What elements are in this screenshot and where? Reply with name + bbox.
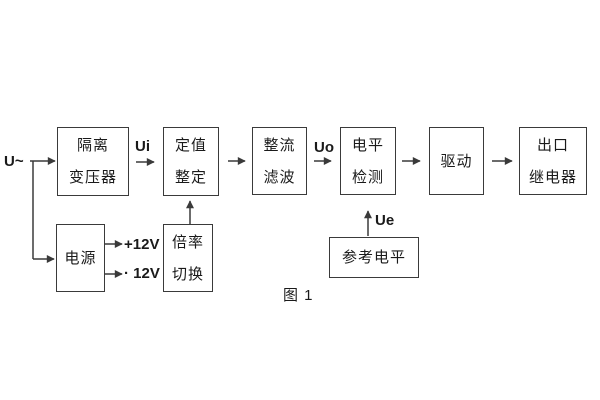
block-label: 参考电平 bbox=[341, 249, 406, 266]
block-level-detection: 电平 检测 bbox=[340, 127, 396, 195]
block-label: 继电器 bbox=[528, 168, 577, 186]
block-label: 检测 bbox=[351, 168, 384, 186]
block-label: 电平 bbox=[351, 136, 384, 154]
block-rate-switch: 倍率 切换 bbox=[163, 224, 213, 292]
block-output-relay: 出口 继电器 bbox=[519, 127, 587, 195]
block-label: 变压器 bbox=[68, 169, 117, 186]
block-label: 切换 bbox=[171, 265, 204, 283]
label-plus12v: +12V bbox=[124, 236, 160, 253]
block-label: 整定 bbox=[174, 169, 207, 186]
label-ue: Ue bbox=[375, 212, 395, 229]
block-label: 驱动 bbox=[440, 152, 473, 170]
block-label: 电源 bbox=[64, 249, 97, 267]
label-uo: Uo bbox=[314, 139, 334, 156]
block-label: 倍率 bbox=[171, 233, 204, 251]
block-isolation-transformer: 隔离 变压器 bbox=[57, 127, 129, 196]
block-power-supply: 电源 bbox=[56, 224, 105, 292]
label-input-voltage: U~ bbox=[4, 153, 24, 170]
label-ui: Ui bbox=[135, 138, 150, 155]
block-setpoint-setting: 定值 整定 bbox=[163, 127, 219, 196]
figure-caption: 图 1 bbox=[283, 287, 314, 304]
block-label: 隔离 bbox=[76, 137, 109, 154]
block-label: 出口 bbox=[536, 136, 569, 154]
label-minus12v: · 12V bbox=[124, 265, 160, 282]
block-label: 滤波 bbox=[263, 168, 296, 186]
block-reference-level: 参考电平 bbox=[329, 237, 419, 278]
block-rectifier-filter: 整流 滤波 bbox=[252, 127, 307, 195]
block-label: 整流 bbox=[263, 136, 296, 154]
block-label: 定值 bbox=[174, 137, 207, 154]
block-drive: 驱动 bbox=[429, 127, 484, 195]
